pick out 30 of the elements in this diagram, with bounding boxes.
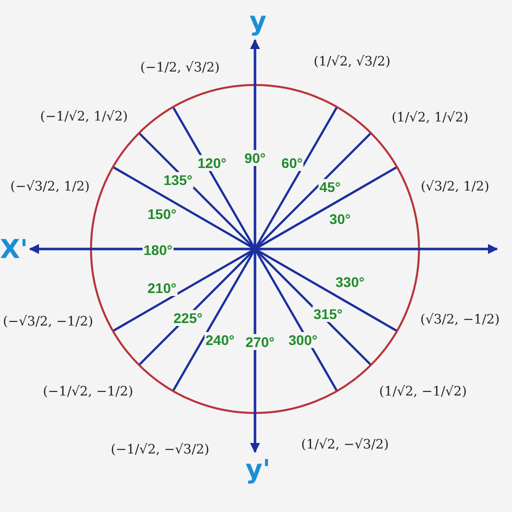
angle-label: 315° bbox=[312, 306, 344, 322]
angle-label: 330° bbox=[334, 274, 366, 290]
angle-label: 180° bbox=[142, 242, 174, 258]
angle-label: 135° bbox=[162, 172, 194, 188]
angle-label: 240° bbox=[204, 332, 236, 348]
angle-label: 45° bbox=[318, 179, 342, 195]
coordinate-label: (1/√2, −√3/2) bbox=[301, 438, 389, 452]
coordinate-label: (−1/√2, −1/2) bbox=[42, 386, 134, 398]
coordinate-label: (−1/√2, −√3/2) bbox=[110, 444, 210, 456]
coordinate-label: (−√3/2, −1/2) bbox=[2, 316, 94, 328]
angle-label: 90° bbox=[243, 150, 267, 166]
coordinate-label: (√3/2, −1/2) bbox=[420, 314, 500, 326]
angle-label: 210° bbox=[146, 280, 178, 296]
angle-label: 300° bbox=[288, 332, 318, 348]
axis-label: X' bbox=[0, 237, 28, 263]
coordinate-label: (1/√2, −1/√2) bbox=[379, 386, 467, 398]
angle-label: 270° bbox=[244, 334, 276, 350]
coordinate-label: (−√3/2, 1/2) bbox=[10, 180, 90, 194]
axis-label: y' bbox=[246, 457, 270, 483]
coordinate-label: (−1/2, √3/2) bbox=[140, 62, 220, 74]
coordinate-label: (√3/2, 1/2) bbox=[420, 180, 490, 194]
coordinate-label: (1/√2, √3/2) bbox=[314, 56, 390, 68]
angle-label: 225° bbox=[172, 310, 204, 326]
angle-label: 150° bbox=[146, 206, 178, 222]
angle-label: 120° bbox=[196, 155, 228, 171]
angle-label: 30° bbox=[328, 211, 352, 227]
coordinate-label: (1/√2, 1/√2) bbox=[392, 112, 468, 124]
angle-label: 60° bbox=[280, 155, 304, 171]
axis-label: y bbox=[250, 9, 266, 35]
coordinate-label: (−1/√2, 1/√2) bbox=[40, 110, 128, 124]
